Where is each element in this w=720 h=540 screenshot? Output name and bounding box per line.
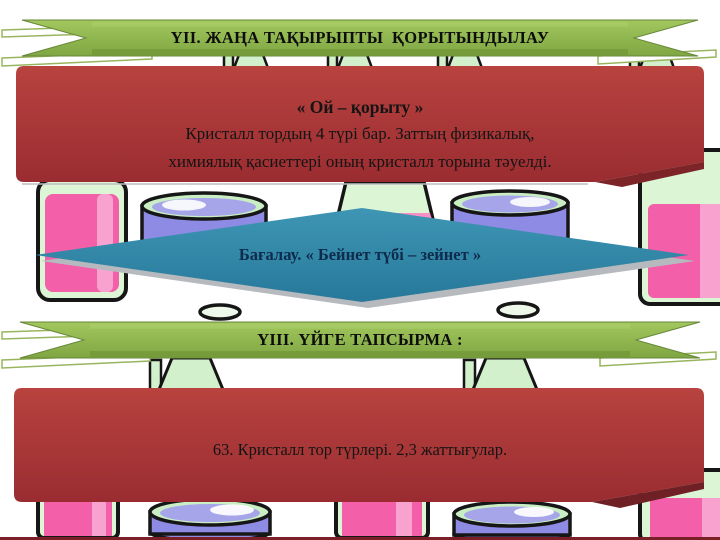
bottom-border bbox=[0, 537, 720, 540]
assessment-label: Бағалау. « Бейнет түбі – зейнет » bbox=[238, 245, 482, 264]
conclusion-title: « Ой – қорыту » bbox=[296, 97, 424, 117]
conclusion-box-text: « Ой – қорыту » Кристалл тордың 4 түрі б… bbox=[40, 94, 680, 176]
callout-box-homework bbox=[14, 388, 704, 508]
ribbon-banner-homework bbox=[1, 321, 717, 369]
folded-corner bbox=[592, 482, 704, 508]
petri-dish-left-icon bbox=[148, 497, 272, 540]
banner-title-new-topic: ҮІІ. ЖАҢА ТАҚЫРЫПТЫ ҚОРЫТЫНДЫЛАУ bbox=[170, 28, 550, 47]
flask-rims-icon bbox=[198, 301, 540, 321]
petri-dish-right-icon bbox=[452, 500, 572, 540]
flask-necks-mid-icon bbox=[148, 356, 541, 394]
conclusion-line-1: Кристалл тордың 4 түрі бар. Заттың физик… bbox=[185, 124, 535, 143]
homework-text: 63. Кристалл тор түрлері. 2,3 жаттығулар… bbox=[212, 440, 508, 459]
banner-title-homework: ҮІІІ. ҮЙГЕ ТАПСЫРМА : bbox=[257, 330, 463, 349]
ribbon-banner-top bbox=[1, 19, 717, 67]
assessment-diamond-shape bbox=[35, 208, 695, 308]
folded-corner bbox=[595, 162, 704, 187]
conclusion-line-2: химиялық қасиеттері оның кристалл торына… bbox=[168, 152, 552, 171]
pink-beaker-icon bbox=[36, 178, 128, 302]
callout-box-conclusion bbox=[16, 66, 704, 187]
